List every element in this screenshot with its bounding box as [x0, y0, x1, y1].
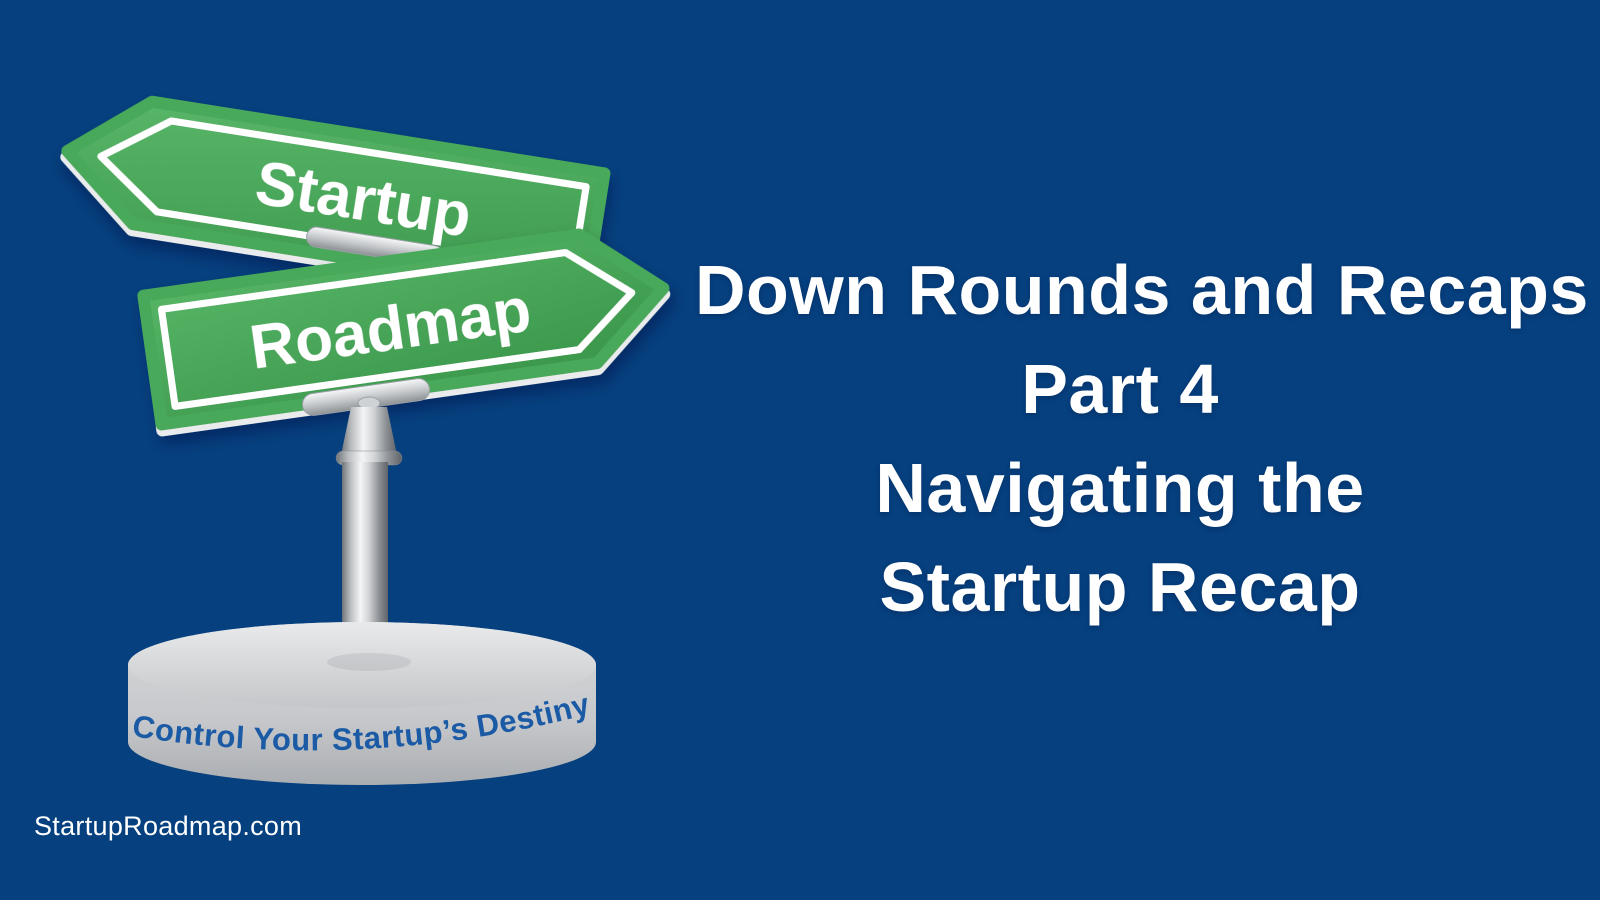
title-line-2: Part 4: [1021, 350, 1219, 428]
signpost-illustration: Startup Roadmap: [60, 95, 671, 785]
roadmap-sign: Roadmap: [137, 228, 671, 437]
sign-base: Control Your Startup’s Destiny: [128, 622, 596, 785]
title-line-4: Startup Recap: [879, 548, 1361, 626]
title-block: Down Rounds and Recaps Part 4 Navigating…: [695, 241, 1589, 637]
title-line-3: Navigating the: [875, 449, 1365, 527]
title-line-1: Down Rounds and Recaps: [695, 251, 1589, 329]
website-url: StartupRoadmap.com: [34, 811, 303, 841]
pole-cap: [335, 396, 403, 466]
